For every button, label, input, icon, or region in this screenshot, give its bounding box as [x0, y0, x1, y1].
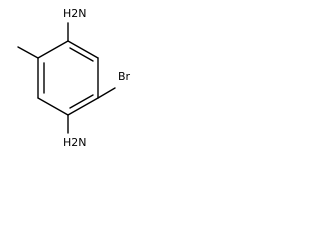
- bond-c3-c4: [67, 97, 99, 116]
- structure-diagram: H2N H2N Br: [17, 7, 131, 149]
- amine-label-bottom: H2N: [63, 136, 87, 149]
- benzene-ring: [37, 40, 99, 116]
- bromine-label: Br: [118, 70, 131, 83]
- bond-c6-c1: [37, 40, 69, 59]
- amine-label-top: H2N: [63, 7, 87, 20]
- double-bond-inner-c1-c2: [69, 47, 94, 62]
- bond-c6-methyl: [17, 46, 39, 59]
- double-bond-inner-c3-c4: [69, 94, 94, 109]
- bond-c1-c2: [67, 40, 99, 59]
- bond-c4-c5: [37, 97, 69, 116]
- bond-c3-bromine: [97, 87, 116, 99]
